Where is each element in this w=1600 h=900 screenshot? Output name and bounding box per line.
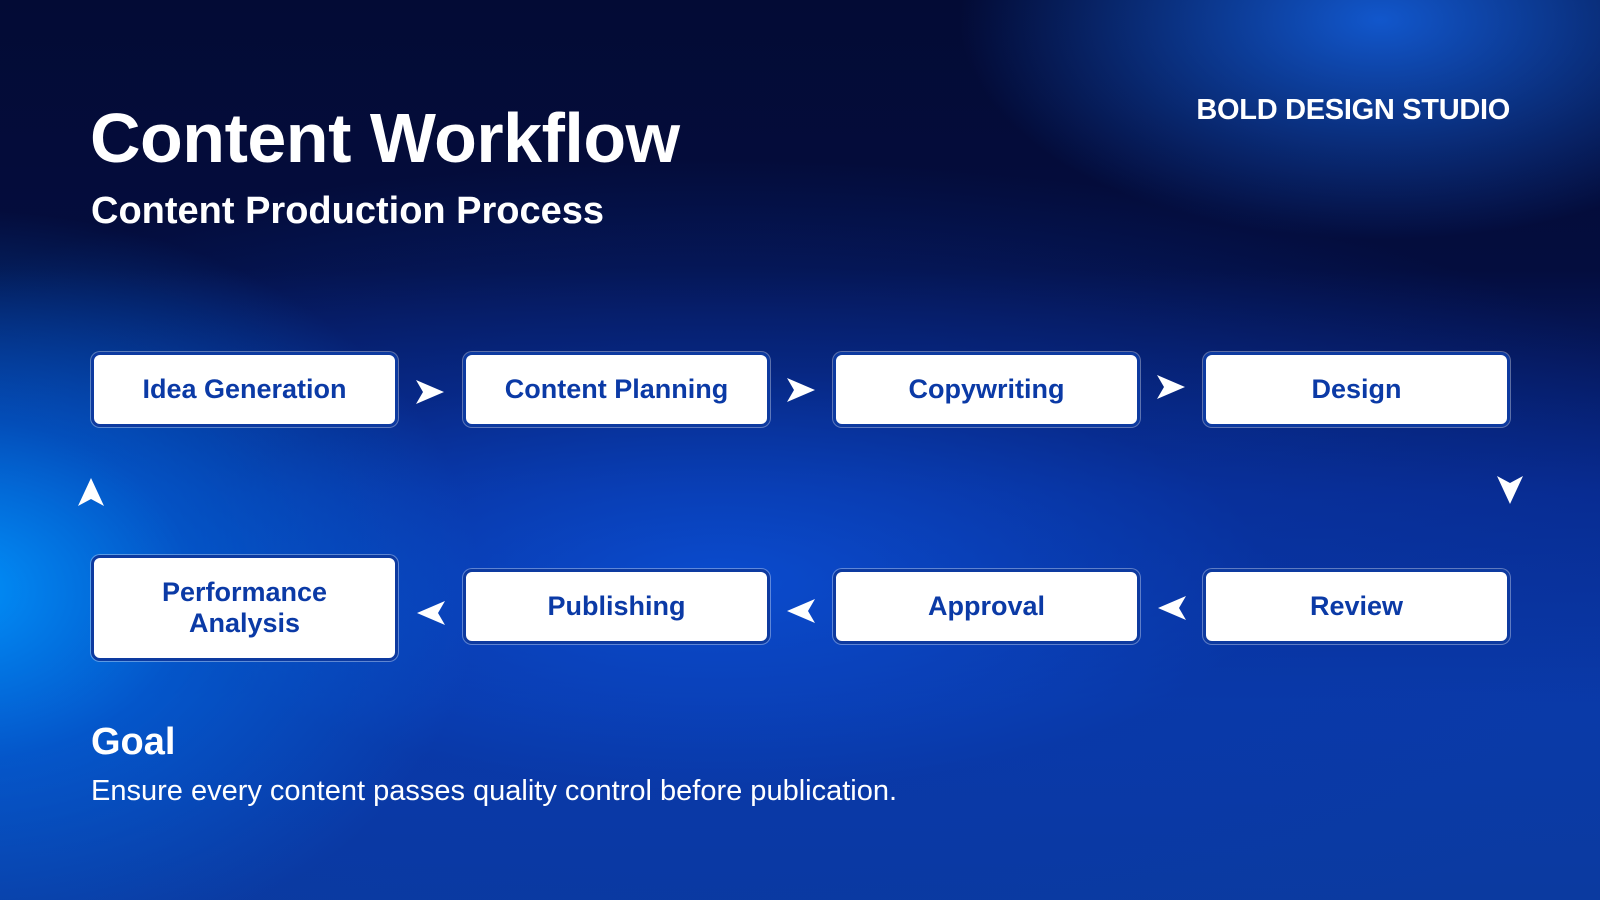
step-label: Idea Generation bbox=[142, 374, 347, 404]
step-label: Review bbox=[1309, 591, 1404, 621]
step-label: Design bbox=[1311, 374, 1402, 404]
arrow-right-icon bbox=[785, 374, 817, 406]
step-label: Approval bbox=[927, 591, 1046, 621]
arrow-right-icon bbox=[1155, 371, 1187, 403]
arrow-left-icon bbox=[1156, 592, 1188, 624]
step-label: Publishing bbox=[547, 591, 686, 621]
arrow-up-icon bbox=[75, 476, 107, 508]
arrow-left-icon bbox=[785, 595, 817, 627]
page-subtitle: Content Production Process bbox=[91, 190, 605, 232]
step-review: Review bbox=[1203, 569, 1510, 644]
step-label: Performance Analysis bbox=[161, 577, 328, 638]
step-label: Copywriting bbox=[908, 374, 1065, 404]
goal-text: Ensure every content passes quality cont… bbox=[91, 775, 898, 807]
page-title: Content Workflow bbox=[90, 99, 680, 177]
arrow-right-icon bbox=[414, 376, 446, 408]
step-performance-analysis: Performance Analysis bbox=[91, 555, 398, 661]
arrow-down-icon bbox=[1494, 474, 1526, 506]
step-publishing: Publishing bbox=[463, 569, 770, 644]
step-design: Design bbox=[1203, 352, 1510, 427]
step-copywriting: Copywriting bbox=[833, 352, 1140, 427]
step-label: Content Planning bbox=[504, 374, 729, 404]
step-content-planning: Content Planning bbox=[463, 352, 770, 427]
arrow-left-icon bbox=[415, 597, 447, 629]
step-approval: Approval bbox=[833, 569, 1140, 644]
brand-name: BOLD DESIGN STUDIO bbox=[1196, 94, 1510, 126]
goal-title: Goal bbox=[91, 721, 176, 763]
step-idea-generation: Idea Generation bbox=[91, 352, 398, 427]
